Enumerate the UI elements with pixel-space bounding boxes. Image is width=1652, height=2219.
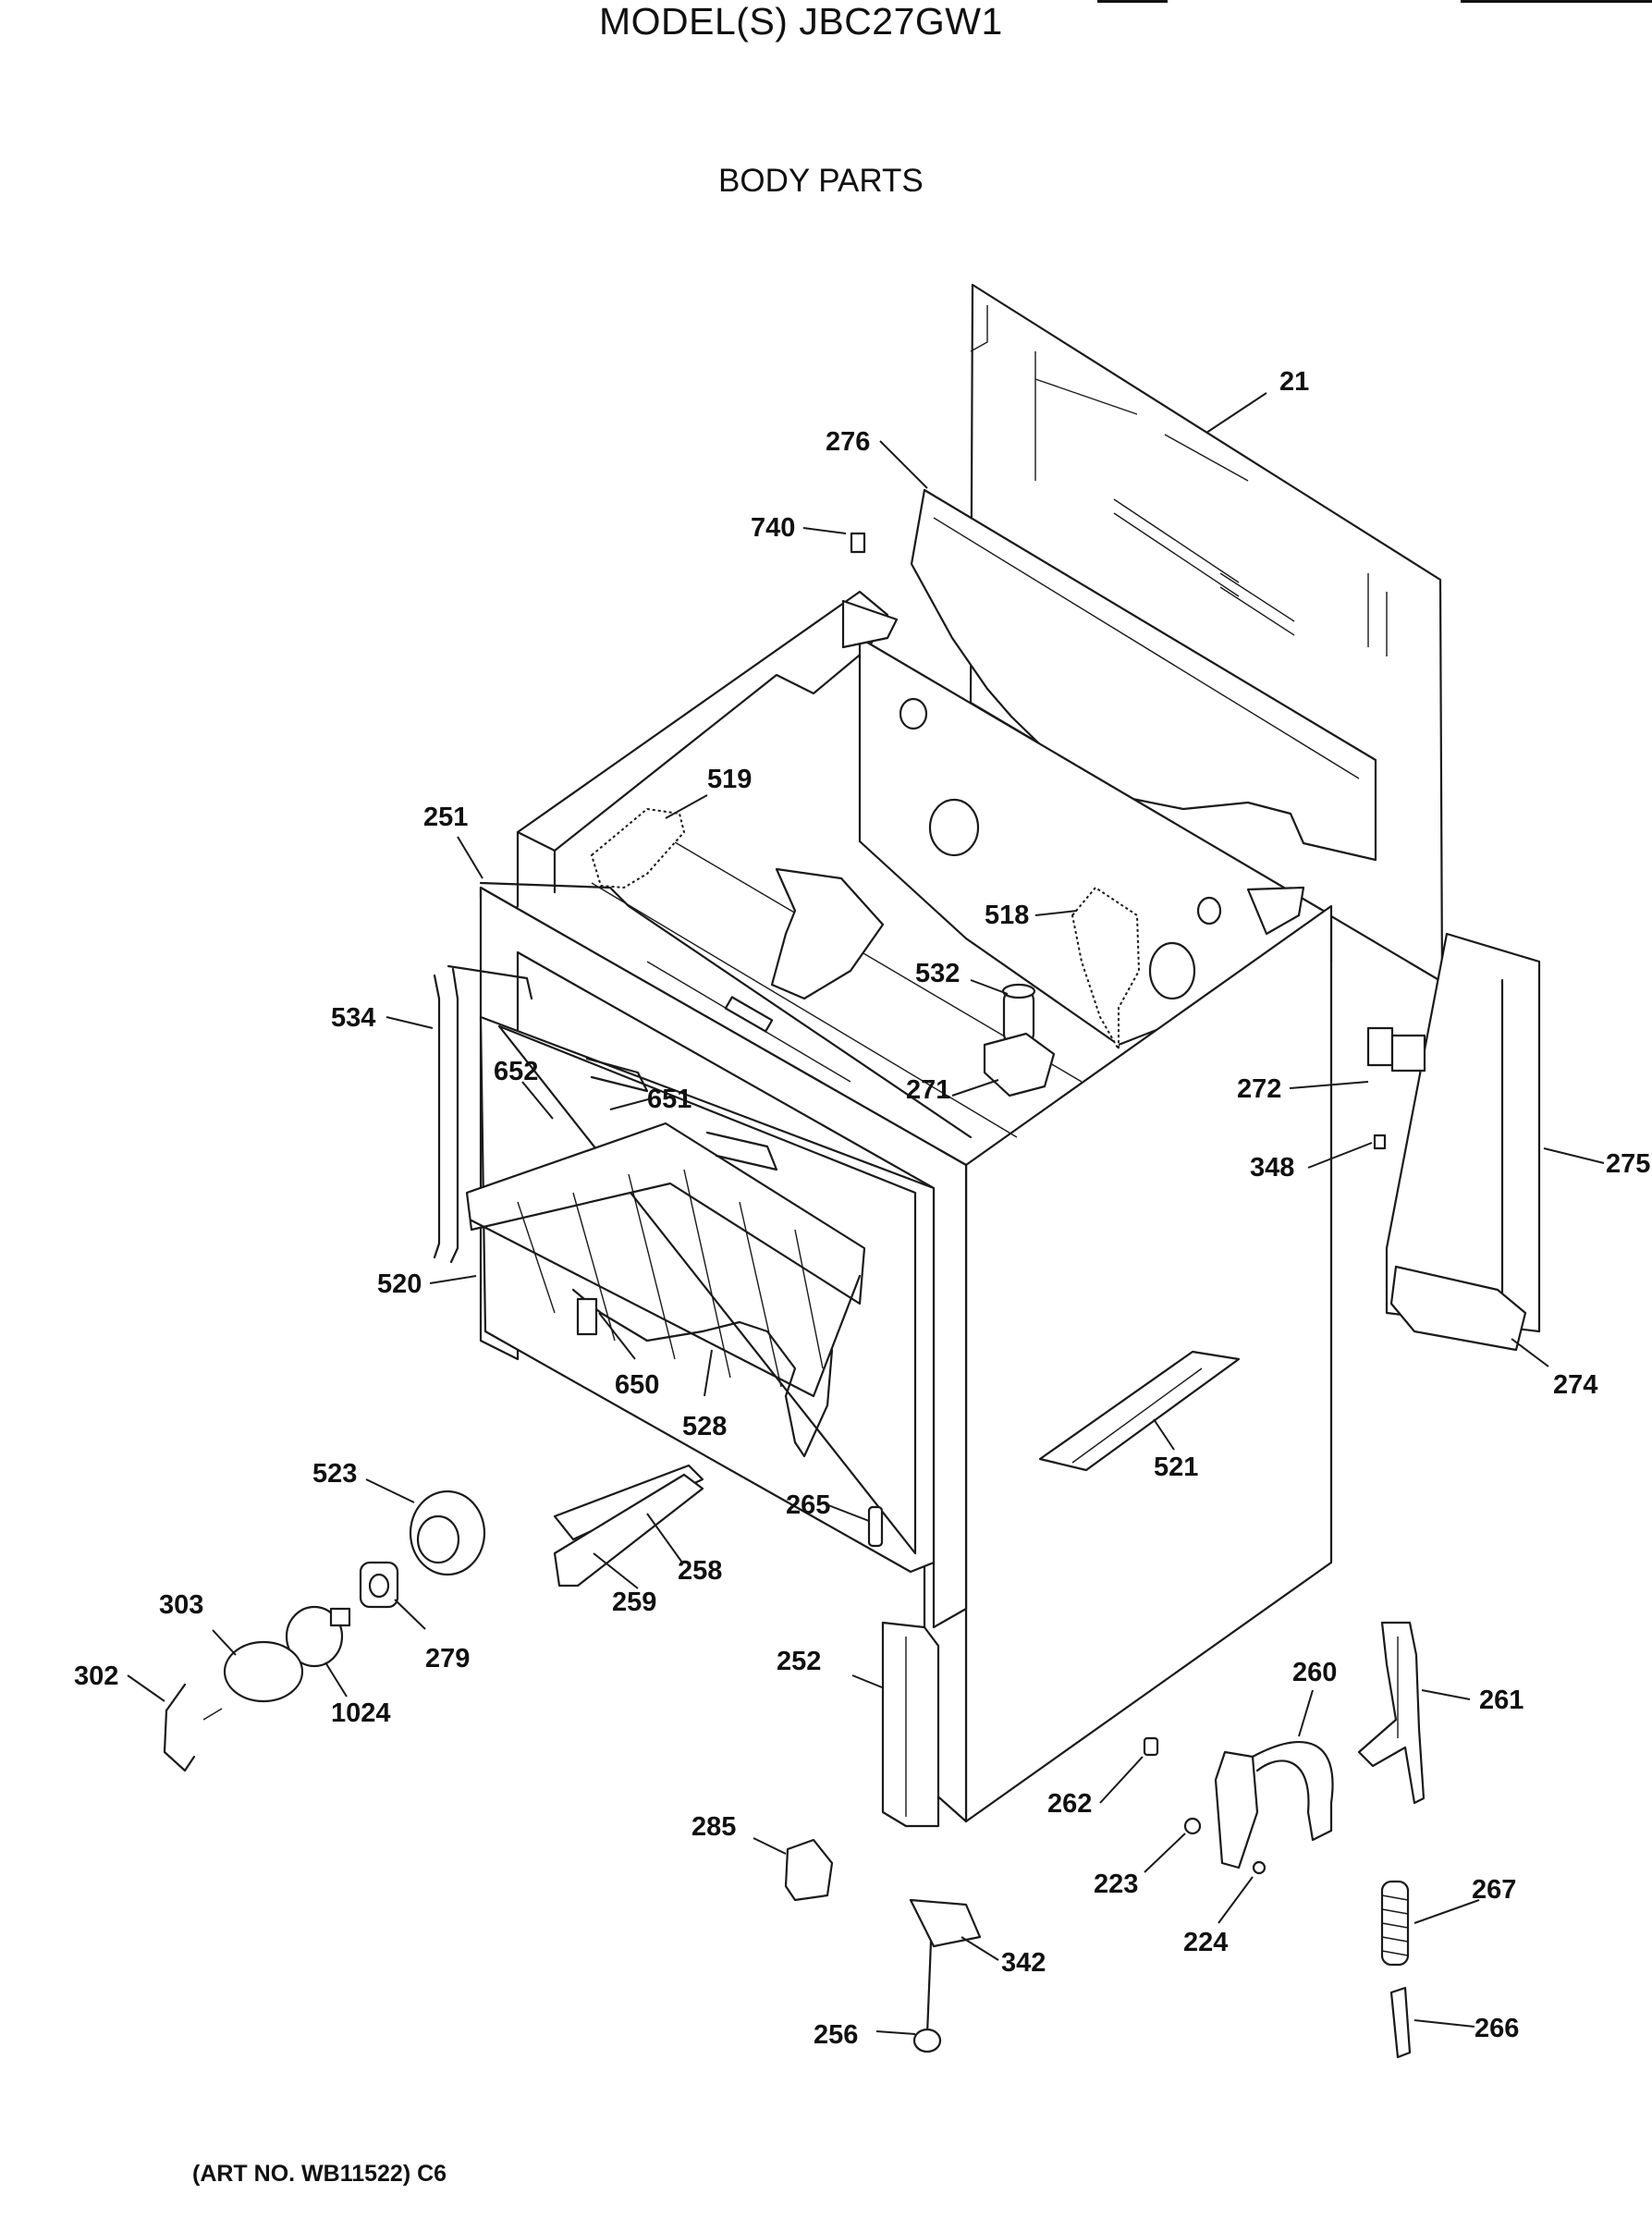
front-leg-bracket-252[interactable] [881,1621,940,1828]
clip-740[interactable] [850,532,866,554]
door-switch-265[interactable] [867,1505,884,1548]
washer-224[interactable] [1252,1860,1267,1875]
side-insulation-521[interactable] [1038,1350,1241,1472]
callout-348: 348 [1250,1153,1294,1183]
callout-534: 534 [331,1003,375,1033]
callout-275: 275 [1606,1149,1650,1179]
callout-labels: 21 276 740 519 251 518 532 534 652 651 2… [74,367,1650,2050]
callout-271: 271 [906,1075,950,1105]
callout-21: 21 [1279,367,1309,397]
vent-tube-532[interactable] [1001,983,1036,1047]
callout-259: 259 [612,1588,656,1617]
callout-285: 285 [691,1812,736,1842]
callout-276: 276 [826,427,870,457]
callout-523: 523 [312,1459,357,1489]
leveling-leg-256[interactable] [912,1940,942,2053]
door-gasket-534[interactable] [433,964,533,1264]
lamp-socket-279[interactable] [359,1561,399,1609]
callout-279: 279 [425,1644,470,1673]
callout-528: 528 [682,1412,727,1441]
callout-651: 651 [647,1085,691,1114]
page-subtitle: BODY PARTS [718,163,924,199]
callout-leaders [127,392,1605,2035]
vent-bracket-271[interactable] [983,1032,1056,1097]
insulation-519[interactable] [590,807,686,889]
callout-267: 267 [1472,1875,1516,1905]
bake-element-650[interactable] [571,1288,834,1458]
callout-519: 519 [707,765,752,794]
spring-link-266[interactable] [1389,1986,1412,2059]
callout-302: 302 [74,1661,118,1691]
hinge-receptacle-261[interactable] [1357,1621,1426,1805]
callout-224: 224 [1183,1928,1228,1957]
callout-520: 520 [377,1269,422,1299]
callout-650: 650 [615,1370,659,1400]
insulation-518[interactable] [1071,886,1141,1053]
page-title: MODEL(S) JBC27GW1 [599,0,1003,43]
callout-342: 342 [1001,1948,1046,1978]
oven-rack-528[interactable] [465,1122,866,1398]
hinge-pin-262[interactable] [1143,1736,1159,1757]
lower-back-bracket-274[interactable] [1389,1265,1527,1352]
callout-652: 652 [494,1057,538,1086]
wire-clip-302[interactable] [163,1683,223,1772]
callout-272: 272 [1237,1074,1281,1104]
leveling-bracket-342[interactable] [909,1898,982,1948]
hinge-spring-267[interactable] [1380,1880,1410,1967]
callout-256: 256 [814,2020,858,2050]
drawer-slide-259[interactable] [553,1473,704,1588]
callout-740: 740 [751,513,795,543]
screw-223[interactable] [1183,1817,1202,1835]
callout-252: 252 [777,1647,821,1676]
terminal-block-272[interactable] [1366,1026,1426,1073]
callout-251: 251 [423,803,468,832]
callout-303: 303 [159,1590,203,1620]
callout-518: 518 [985,901,1029,930]
callout-260: 260 [1292,1658,1337,1687]
light-bulb-1024[interactable] [285,1605,351,1668]
inner-baffle[interactable] [770,867,885,1000]
top-rule-1 [1097,0,1168,3]
callout-261: 261 [1479,1686,1524,1715]
hinge-arm-260[interactable] [1214,1740,1334,1870]
light-housing-523[interactable] [409,1490,486,1576]
art-number: (ART NO. WB11522) C6 [192,2161,447,2187]
callout-274: 274 [1553,1370,1597,1400]
grommet-348[interactable] [1373,1134,1387,1150]
callout-1024: 1024 [331,1698,391,1728]
oven-cabinet[interactable] [479,590,1333,1823]
callout-262: 262 [1047,1789,1092,1819]
light-lens-303[interactable] [223,1640,304,1703]
switch-housing-285[interactable] [784,1838,834,1902]
callout-258: 258 [678,1556,722,1586]
callout-521: 521 [1154,1453,1198,1482]
drawer-rail-258[interactable] [553,1464,704,1541]
broil-element-651[interactable] [585,1057,778,1171]
callout-223: 223 [1094,1870,1138,1899]
callout-265: 265 [786,1490,830,1520]
callout-532: 532 [915,959,960,988]
callout-266: 266 [1475,2014,1519,2043]
top-rule-2 [1461,0,1652,3]
